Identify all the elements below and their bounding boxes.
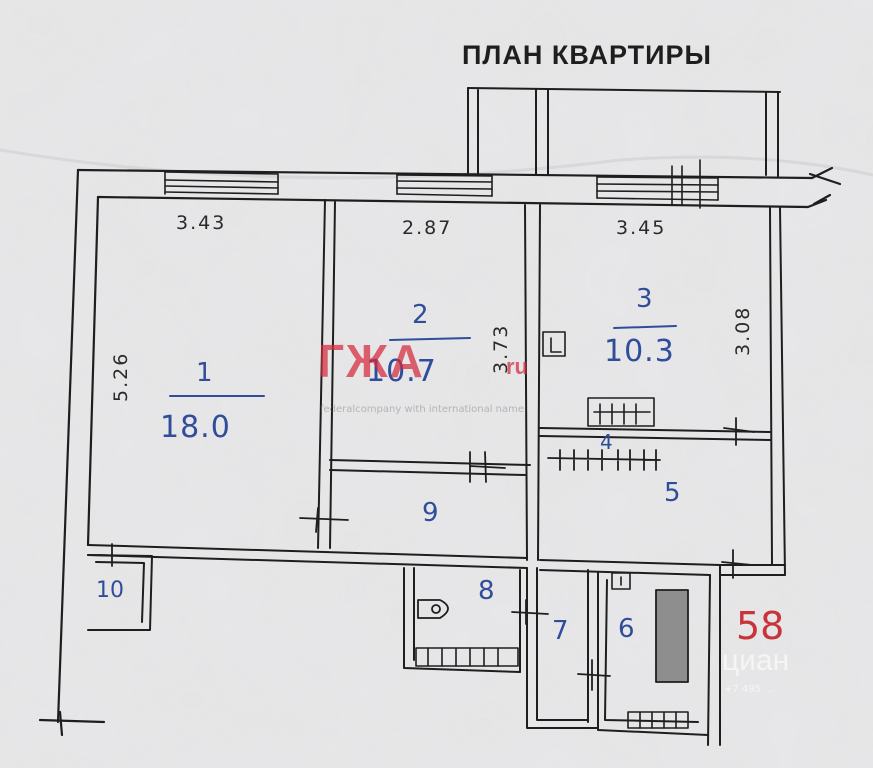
room-10-number: 10 — [96, 578, 124, 603]
plan-title: ПЛАН КВАРТИРЫ — [462, 40, 712, 70]
kitchen-stove — [655, 589, 689, 683]
dimension-room2-width: 2.87 — [402, 217, 453, 239]
toilet-fixture — [417, 599, 449, 619]
room-10-closet — [87, 554, 153, 631]
room-3-area: 10.3 — [604, 334, 675, 369]
window — [396, 174, 493, 197]
exterior-wall — [38, 166, 842, 737]
room-8-number: 8 — [478, 576, 495, 606]
cian-watermark: циан — [722, 644, 790, 677]
room-2-number: 2 — [412, 300, 429, 330]
room-5-number: 5 — [664, 478, 681, 508]
watermark-logo-suffix: ru — [506, 354, 528, 379]
door-marks — [97, 417, 755, 691]
dimension-room1-length: 5.26 — [110, 351, 132, 402]
kitchen-sink — [611, 572, 631, 590]
kitchen-radiator — [627, 711, 689, 729]
bathtub-radiator — [415, 647, 519, 667]
room-1-area: 18.0 — [160, 410, 231, 445]
room-9-number: 9 — [422, 498, 439, 528]
dimension-room3-length: 3.08 — [732, 305, 754, 356]
vent-shaft — [542, 331, 566, 357]
cian-watermark-caption: +7 495 ... — [724, 684, 774, 695]
radiator — [587, 397, 655, 427]
room-2-area: 10.7 — [366, 354, 437, 389]
area-underlines — [169, 325, 677, 397]
room-7-number: 7 — [552, 616, 569, 646]
dimension-room1-width: 3.43 — [176, 212, 227, 234]
dimension-room3-width: 3.45 — [616, 217, 667, 239]
room-6-number: 6 — [618, 614, 635, 644]
balcony-door-window — [596, 159, 719, 209]
watermark-caption: federalcompany with international name — [320, 404, 525, 415]
room-4-number: 4 — [600, 430, 613, 454]
balcony — [467, 87, 781, 177]
room-1-number: 1 — [196, 358, 213, 388]
window — [164, 171, 279, 195]
room-3-number: 3 — [636, 284, 653, 314]
watermark-logo: ГЖА — [318, 335, 425, 387]
handwritten-number: 58 — [736, 604, 785, 648]
